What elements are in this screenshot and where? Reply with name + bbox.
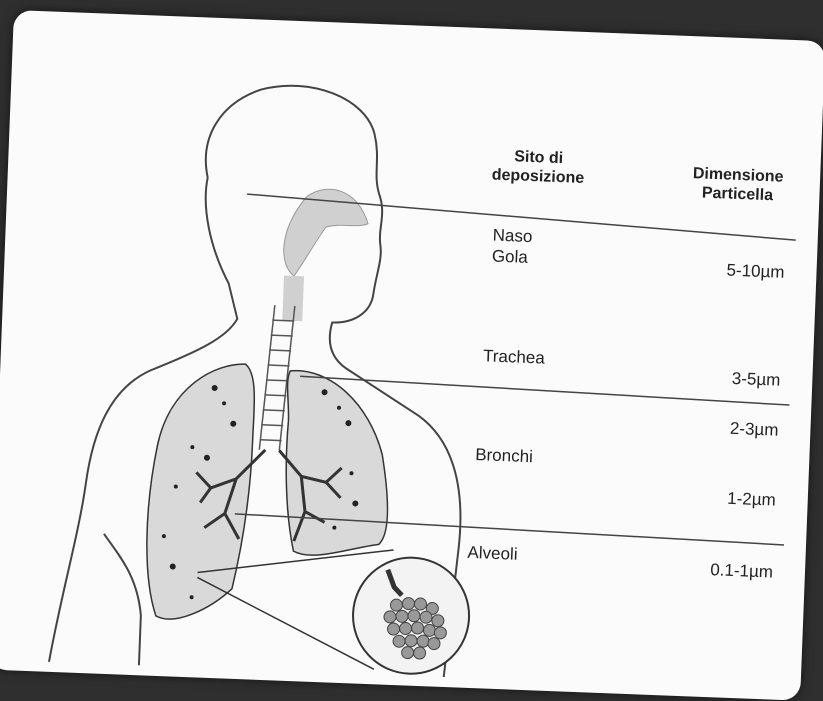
diagram-card: Sito di deposizione Dimensione Particell… [0, 10, 823, 701]
size-bronchi-lower: 1-2µm [675, 486, 776, 511]
site-alveoli: Alveoli [467, 542, 518, 565]
site-trachea: Trachea [483, 345, 545, 368]
arm-left [99, 534, 144, 665]
site-nose: Naso [492, 225, 532, 248]
size-bronchi-upper: 2-3µm [678, 416, 779, 441]
site-header: Sito di deposizione [463, 145, 614, 189]
size-header: Dimensione Particella [672, 163, 803, 206]
size-nose-throat: 5-10µm [684, 258, 785, 283]
site-nose-throat: Naso Gola [492, 225, 533, 268]
size-alveoli: 0.1-1µm [663, 557, 774, 582]
throat [282, 276, 304, 322]
site-bronchi: Bronchi [475, 444, 533, 467]
left-lung [144, 361, 256, 622]
respiratory-anatomy-illustration [0, 10, 823, 701]
site-throat: Gola [492, 246, 532, 269]
size-trachea: 3-5µm [680, 366, 781, 391]
